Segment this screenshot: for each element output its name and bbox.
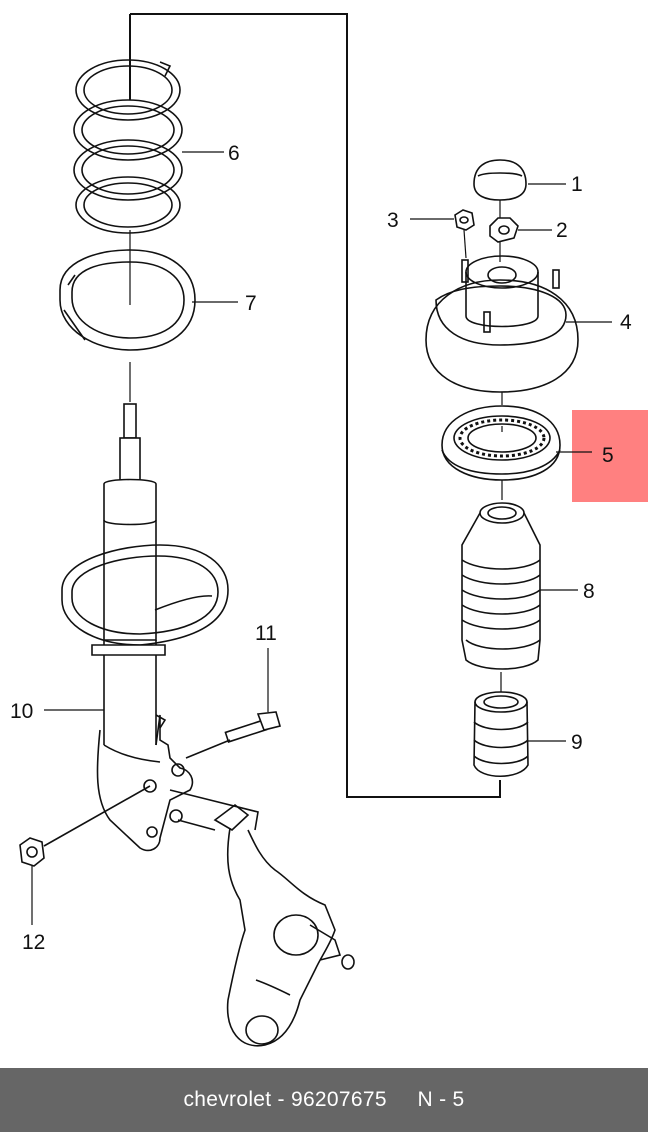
- callout-11: 11: [255, 622, 277, 645]
- strut-mount: [425, 255, 579, 393]
- coil-spring: [73, 59, 183, 234]
- callout-3: 3: [387, 209, 399, 232]
- callout-4: 4: [620, 311, 632, 334]
- footer-caption: chevrolet - 96207675 N - 5: [183, 1088, 465, 1111]
- callout-9: 9: [571, 731, 583, 754]
- dust-cap: [473, 159, 527, 201]
- callout-5-highlight: [572, 410, 648, 502]
- callout-2: 2: [556, 219, 568, 242]
- callout-12: 12: [22, 931, 45, 954]
- callout-6: 6: [228, 142, 240, 165]
- assembly-bracket-line: [130, 13, 501, 798]
- mounting-nut: [454, 209, 475, 231]
- callout-1: 1: [571, 173, 583, 196]
- callout-8: 8: [583, 580, 595, 603]
- callout-5: 5: [602, 444, 614, 467]
- bump-stop: [473, 691, 529, 777]
- spring-seat-pad: [59, 249, 196, 351]
- steering-knuckle: [169, 789, 355, 1047]
- dust-boot: [461, 502, 541, 670]
- footer-bar: chevrolet - 96207675 N - 5: [0, 1068, 648, 1132]
- parts-diagram: 1 2 3 4 5 6 7 8 9 10 11 12: [10, 13, 648, 1047]
- piston-rod-nut: [489, 217, 519, 243]
- lower-flange-nut: [19, 785, 151, 867]
- strut-assembly: [61, 362, 229, 852]
- leader-lines: [31, 151, 612, 925]
- callout-10: 10: [10, 700, 33, 723]
- callout-7: 7: [245, 292, 257, 315]
- strut-bearing: [441, 405, 561, 481]
- through-bolt: [185, 711, 281, 759]
